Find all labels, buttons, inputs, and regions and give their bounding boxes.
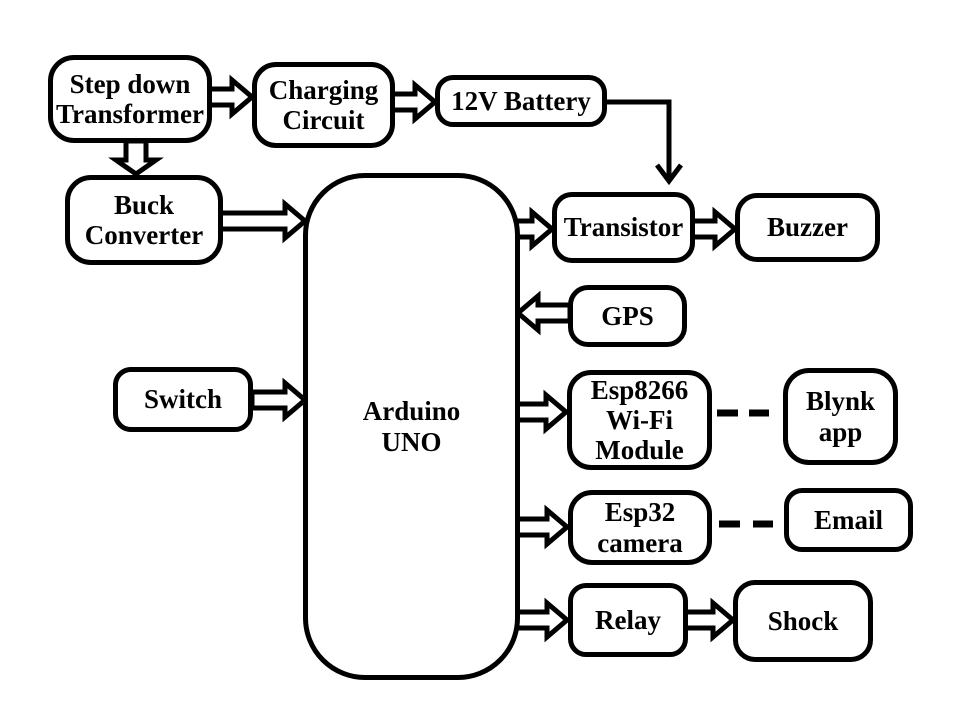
arrow-switch-to-arduino <box>249 377 309 423</box>
node-charging-circuit: Charging Circuit <box>252 62 395 148</box>
node-buzzer: Buzzer <box>735 193 880 262</box>
node-switch: Switch <box>113 367 253 432</box>
arrow-transformer-to-charging <box>206 74 256 120</box>
node-buck-converter: Buck Converter <box>65 175 223 265</box>
arrow-arduino-to-transistor <box>513 206 556 252</box>
node-relay: Relay <box>568 583 688 657</box>
node-12v-battery: 12V Battery <box>435 75 607 127</box>
node-email: Email <box>784 488 913 552</box>
arrow-relay-to-shock <box>682 597 737 643</box>
node-esp8266-wifi-module: Esp8266 Wi-Fi Module <box>567 370 712 470</box>
arrowhead-battery-to-transistor <box>655 163 683 186</box>
arrow-transistor-to-buzzer <box>688 206 739 252</box>
node-shock: Shock <box>733 580 873 662</box>
line-battery-to-transistor <box>605 99 672 177</box>
arrow-charging-to-battery <box>389 79 439 125</box>
arrow-gps-to-arduino <box>514 290 573 336</box>
arrow-arduino-to-relay <box>513 597 571 643</box>
arrow-buck-to-arduino <box>217 198 309 244</box>
node-transistor: Transistor <box>552 192 695 263</box>
arrow-arduino-to-esp32 <box>513 504 571 550</box>
node-step-down-transformer: Step down Transformer <box>48 55 212 143</box>
arrow-transformer-to-buck <box>108 138 164 178</box>
node-arduino-uno: Arduino UNO <box>303 173 520 680</box>
node-esp32-camera: Esp32 camera <box>568 490 712 565</box>
node-blynk-app: Blynk app <box>783 368 898 465</box>
arrow-arduino-to-esp8266 <box>513 389 570 435</box>
node-gps: GPS <box>568 285 687 347</box>
